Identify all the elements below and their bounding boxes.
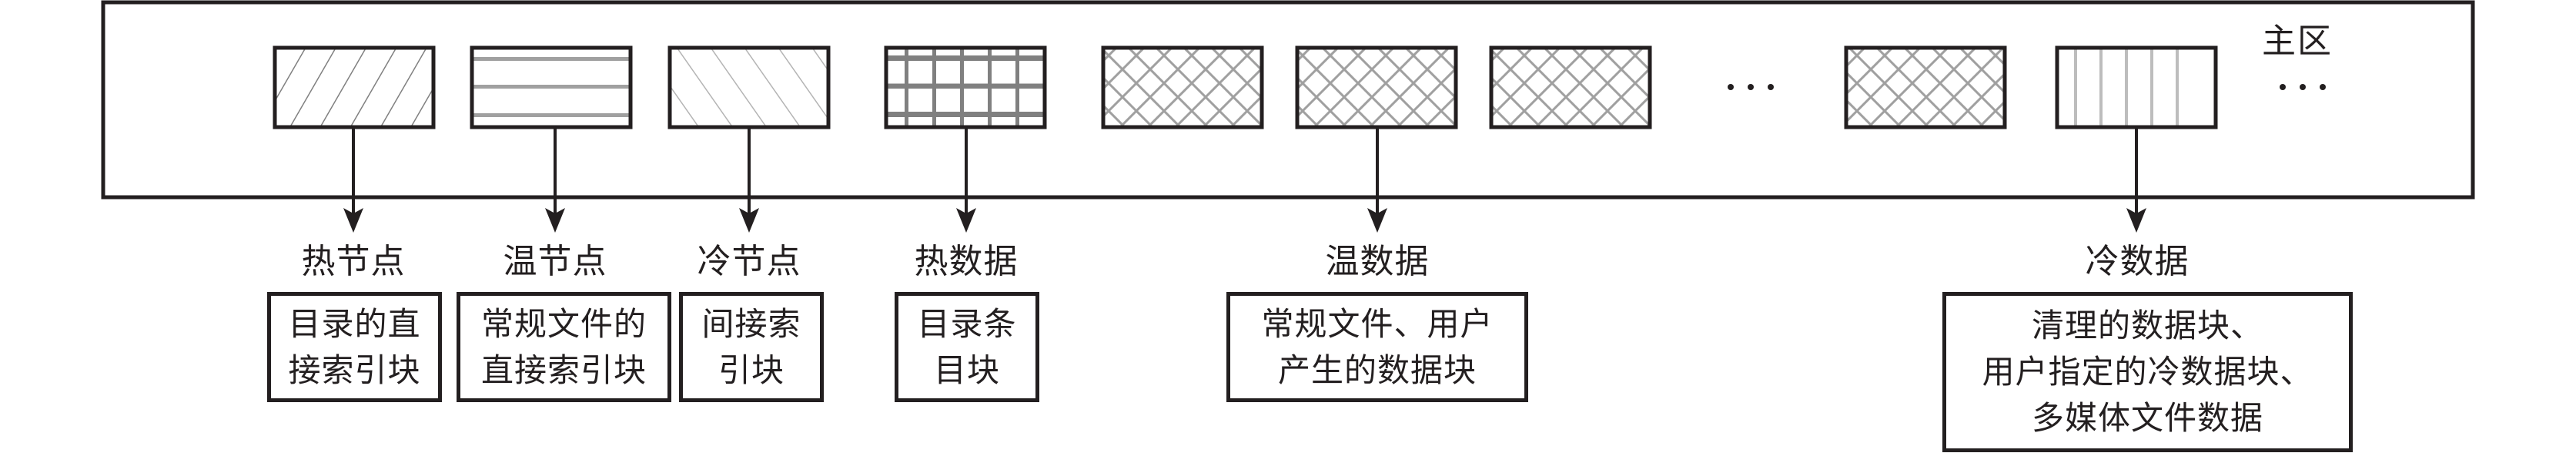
grid-line	[886, 85, 1045, 89]
title-cold-node: 冷节点	[697, 242, 801, 281]
desc-box-cold-data: 清理的数据块、 用户指定的冷数据块、 多媒体文件数据	[1942, 292, 2353, 452]
title-hot-node: 热节点	[301, 242, 406, 281]
block-pattern-diagonal-forward	[275, 48, 433, 127]
block-pattern-crosshatch	[1297, 48, 1456, 127]
desc-box-warm-data: 常规文件、用户 产生的数据块	[1226, 292, 1528, 402]
desc-box-cold-node: 间接索 引块	[679, 292, 824, 402]
block-warm-data	[1101, 45, 1264, 129]
desc-line: 直接索引块	[480, 351, 647, 389]
hatch-line	[2099, 48, 2103, 127]
hatch-line	[2074, 48, 2077, 127]
desc-line: 目录的直	[288, 304, 421, 343]
block-hot-node	[273, 45, 436, 129]
arrowhead-icon	[545, 208, 565, 233]
hatch-line	[472, 85, 631, 89]
storage-blocks	[273, 45, 2218, 129]
corner-ellipsis	[2280, 84, 2326, 90]
title-warm-node: 温节点	[503, 242, 607, 281]
desc-line: 目录条	[917, 304, 1017, 343]
block-cold-node	[667, 45, 831, 129]
title-cold-data: 冷数据	[2085, 242, 2190, 281]
desc-line: 接索引块	[288, 351, 421, 389]
main-region-label: 主区	[2262, 22, 2333, 61]
block-border	[1844, 45, 2007, 129]
block-pattern-diagonal-backward	[670, 48, 828, 127]
desc-line: 清理的数据块、	[2031, 307, 2263, 344]
block-warm-data	[1295, 45, 1458, 129]
ellipsis-dot	[1728, 84, 1734, 90]
desc-line: 常规文件、用户	[1261, 304, 1494, 343]
arrows	[343, 127, 2146, 233]
main-region-box	[101, 0, 2475, 200]
arrowhead-icon	[343, 208, 363, 233]
grid-line	[886, 113, 1045, 117]
desc-box-hot-data: 目录条 目块	[895, 292, 1039, 402]
arrowhead-icon	[2126, 208, 2146, 233]
block-pattern-crosshatch	[1491, 48, 1650, 127]
desc-line: 产生的数据块	[1277, 351, 1477, 389]
title-hot-data: 热数据	[914, 242, 1019, 281]
hatch-line	[2125, 48, 2128, 127]
desc-line: 间接索	[701, 304, 801, 343]
desc-line: 目块	[933, 351, 1000, 389]
ellipsis-dot	[2320, 84, 2326, 90]
block-cold-data	[2055, 45, 2218, 129]
block-border	[1101, 45, 1264, 129]
arrowhead-icon	[1367, 208, 1387, 233]
hatch-line	[472, 57, 631, 61]
ellipsis-dot	[1748, 84, 1754, 90]
desc-box-warm-node: 常规文件的 直接索引块	[457, 292, 671, 402]
block-hot-data	[884, 45, 1047, 129]
hatch-line	[2176, 48, 2179, 127]
grid-line	[886, 57, 1045, 61]
block-background	[2057, 48, 2216, 127]
desc-line: 多媒体文件数据	[2031, 399, 2263, 437]
block-pattern-crosshatch	[1846, 48, 2005, 127]
arrowhead-icon	[739, 208, 759, 233]
block-warm-data	[1489, 45, 1652, 129]
desc-line: 引块	[718, 351, 785, 389]
ellipsis-dot	[2300, 84, 2306, 90]
block-pattern-crosshatch	[1103, 48, 1262, 127]
block-warm-data	[1844, 45, 2007, 129]
block-border	[470, 45, 633, 129]
ellipsis-dot	[1768, 84, 1774, 90]
block-warm-node	[470, 45, 633, 129]
desc-line: 用户指定的冷数据块、	[1982, 353, 2313, 391]
desc-line: 常规文件的	[480, 304, 647, 343]
ellipsis-dot	[2280, 84, 2286, 90]
title-warm-data: 温数据	[1325, 242, 1430, 281]
hatch-line	[2150, 48, 2153, 127]
hatch-line	[472, 113, 631, 117]
desc-box-hot-node: 目录的直 接索引块	[267, 292, 442, 402]
block-border	[1489, 45, 1652, 129]
arrowhead-icon	[956, 208, 976, 233]
inner-ellipsis	[1728, 84, 1774, 90]
